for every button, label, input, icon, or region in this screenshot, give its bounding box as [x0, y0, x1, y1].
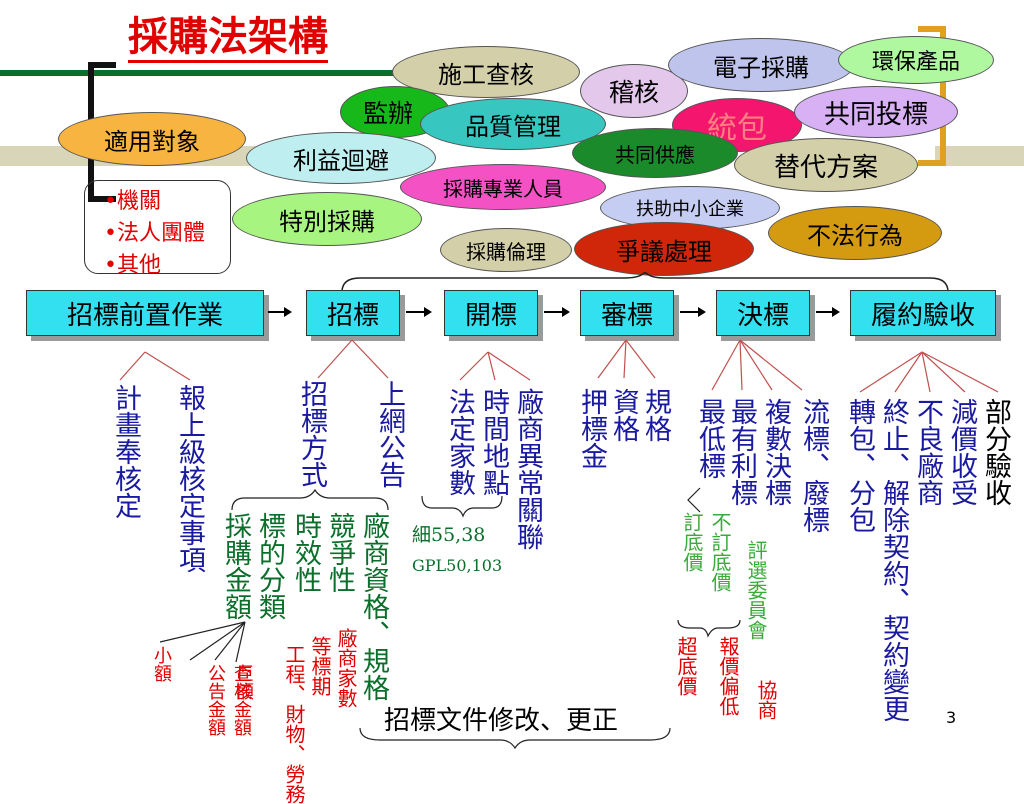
red-notice-amount: 公告金額: [205, 664, 226, 736]
detail-plan-approved: 計畫奉核定: [110, 384, 141, 519]
detail-terminate-contract: 終止、解除契約、契約變更: [878, 398, 909, 722]
page-title: 採購法架構: [128, 14, 328, 63]
step-bid-review[interactable]: 審標: [580, 290, 674, 336]
detail-bad-vendor: 不良廠商: [912, 398, 943, 506]
note-article-55: 細55,38: [412, 524, 486, 546]
applicable-item-agency: •機關: [104, 189, 161, 214]
detail-competitiveness: 競爭性: [324, 512, 355, 593]
oval-conflict-avoidance: 利益迴避: [246, 132, 436, 184]
detail-specification: 規格: [640, 388, 671, 442]
oval-audit: 稽核: [580, 64, 688, 118]
applicable-list-bracket: [84, 180, 231, 274]
page-number: 3: [946, 708, 957, 727]
detail-no-reserve-price: 不訂底價: [708, 512, 732, 592]
arrow-1: [268, 307, 292, 317]
applicable-list: •機關 •法人團體 •其他: [104, 186, 205, 282]
red-price-deviation: 報價偏低: [716, 636, 740, 716]
oval-applicable-objects[interactable]: 適用對象: [58, 112, 246, 166]
step-acceptance[interactable]: 履約驗收: [850, 290, 996, 336]
detail-online-notice: 上網公告: [374, 380, 405, 488]
oval-special-procurement: 特別採購: [232, 192, 422, 246]
oval-joint-supply: 共同供應: [572, 128, 738, 178]
process-brace: [341, 272, 949, 293]
red-negotiation: 協商: [754, 680, 778, 720]
red-works-goods-services: 工程、財物、勞務: [282, 644, 306, 804]
detail-qualification: 資格: [608, 388, 639, 442]
oval-procurement-ethics: 採購倫理: [440, 228, 572, 272]
step-bid-opening[interactable]: 開標: [444, 290, 538, 336]
detail-bid-bond: 押標金: [576, 388, 607, 469]
red-over-reserve: 超底價: [674, 636, 698, 696]
connector-lines: [119, 339, 999, 750]
arrow-5: [816, 307, 840, 317]
detail-failed-abolished: 流標、廢標: [798, 398, 829, 533]
applicable-item-corporate: •法人團體: [104, 221, 205, 246]
applicable-item-other: •其他: [104, 253, 161, 278]
detail-procurement-amount: 採購金額: [220, 512, 251, 620]
oval-alternatives: 替代方案: [734, 138, 918, 192]
detail-vendor-anomaly: 廠商異常關聯: [512, 388, 543, 550]
oval-illegal-acts: 不法行為: [768, 206, 942, 260]
detail-reserve-price: 訂底價: [680, 512, 704, 572]
oval-quality-management: 品質管理: [420, 98, 606, 150]
oval-e-procurement: 電子採購: [668, 38, 854, 92]
detail-tender-method: 招標方式: [296, 380, 327, 488]
arrow-4: [680, 307, 706, 317]
note-gpl: GPL50,103: [412, 556, 503, 575]
arrow-2: [406, 307, 432, 317]
detail-vendor-qual-spec: 廠商資格、規格: [358, 512, 389, 701]
detail-price-reduction: 減價收受: [946, 398, 977, 506]
red-small-amount: 小額: [151, 646, 172, 682]
step-pre-tender[interactable]: 招標前置作業: [26, 290, 264, 336]
red-vendor-count: 廠商家數: [334, 628, 358, 708]
detail-lowest-bid: 最低標: [694, 398, 725, 479]
oval-green-products: 環保產品: [838, 36, 994, 84]
red-huge-amount: 巨額: [233, 664, 254, 700]
right-bracket: [918, 26, 946, 166]
red-bid-period: 等標期: [308, 636, 332, 696]
detail-subject-classification: 標的分類: [254, 512, 285, 620]
step-award[interactable]: 決標: [716, 290, 810, 336]
detail-report-superior: 報上級核定事項: [174, 384, 205, 573]
detail-time-place: 時間地點: [478, 388, 509, 496]
oval-dispute-handling: 爭議處理: [574, 222, 754, 276]
detail-partial-acceptance: 部分驗收: [980, 398, 1011, 506]
oval-joint-bidding: 共同投標: [794, 86, 958, 138]
bottom-note: 招標文件修改、更正: [384, 706, 619, 736]
decor-band-right: [935, 146, 1024, 166]
detail-legal-number: 法定家數: [444, 388, 475, 496]
detail-most-advantageous: 最有利標: [726, 398, 757, 506]
detail-evaluation-committee: 評選委員會: [744, 540, 768, 640]
detail-transfer-subcontract: 轉包、分包: [844, 398, 875, 533]
detail-multiple-award: 複數決標: [760, 398, 791, 506]
oval-procurement-personnel: 採購專業人員: [400, 164, 606, 210]
arrow-3: [544, 307, 570, 317]
red-review-amount: 查核金額: [231, 664, 252, 736]
detail-timeliness: 時效性: [290, 512, 321, 593]
step-tender[interactable]: 招標: [306, 290, 400, 336]
title-rule: [0, 70, 400, 76]
